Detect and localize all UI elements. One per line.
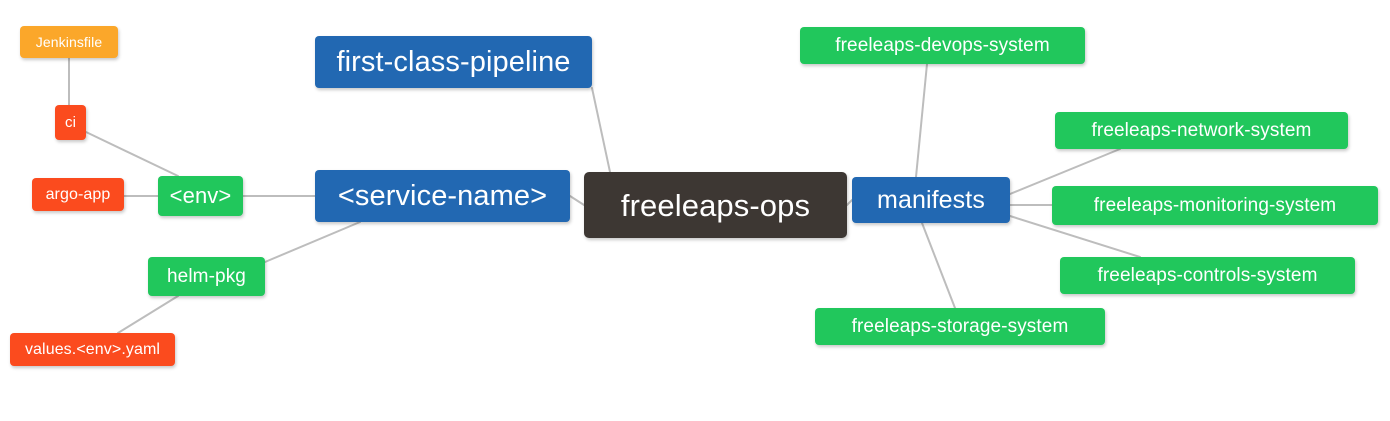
edge-service-name-to-helm-pkg (264, 221, 361, 263)
node-jenkinsfile[interactable]: Jenkinsfile (20, 26, 118, 58)
node-env[interactable]: <env> (158, 176, 243, 216)
edge-manifests-to-freeleaps-storage-system (921, 222, 956, 309)
edge-freeleaps-ops-to-service-name (569, 195, 585, 206)
node-first-class-pipeline[interactable]: first-class-pipeline (315, 36, 592, 88)
node-label: freeleaps-controls-system (1097, 265, 1318, 286)
node-helm-pkg[interactable]: helm-pkg (148, 257, 265, 296)
node-freeleaps-devops-system[interactable]: freeleaps-devops-system (800, 27, 1085, 64)
node-label: <env> (169, 183, 232, 208)
node-label: freeleaps-network-system (1091, 120, 1312, 141)
node-values-env-yaml[interactable]: values.<env>.yaml (10, 333, 175, 366)
node-freeleaps-network-system[interactable]: freeleaps-network-system (1055, 112, 1348, 149)
node-label: freeleaps-ops (620, 187, 811, 223)
edge-helm-pkg-to-values-env-yaml (117, 295, 179, 334)
node-label: freeleaps-storage-system (851, 316, 1069, 337)
node-freeleaps-monitoring-system[interactable]: freeleaps-monitoring-system (1052, 186, 1378, 225)
node-label: manifests (877, 185, 985, 214)
node-label: argo-app (45, 185, 111, 203)
node-ci[interactable]: ci (55, 105, 86, 140)
node-freeleaps-ops[interactable]: freeleaps-ops (584, 172, 847, 238)
edge-env-to-ci (85, 131, 179, 177)
node-label: first-class-pipeline (336, 45, 571, 78)
node-freeleaps-controls-system[interactable]: freeleaps-controls-system (1060, 257, 1355, 294)
node-label: <service-name> (337, 179, 548, 212)
node-label: freeleaps-devops-system (835, 35, 1050, 56)
node-label: Jenkinsfile (35, 34, 103, 50)
node-freeleaps-storage-system[interactable]: freeleaps-storage-system (815, 308, 1105, 345)
node-argo-app[interactable]: argo-app (32, 178, 124, 211)
node-label: helm-pkg (167, 266, 246, 287)
node-service-name[interactable]: <service-name> (315, 170, 570, 222)
edge-manifests-to-freeleaps-devops-system (915, 63, 928, 178)
node-label: values.<env>.yaml (24, 340, 161, 358)
node-label: freeleaps-monitoring-system (1093, 195, 1337, 216)
node-manifests[interactable]: manifests (852, 177, 1010, 223)
node-label: ci (64, 114, 77, 131)
edge-freeleaps-ops-to-first-class-pipeline (591, 87, 611, 173)
